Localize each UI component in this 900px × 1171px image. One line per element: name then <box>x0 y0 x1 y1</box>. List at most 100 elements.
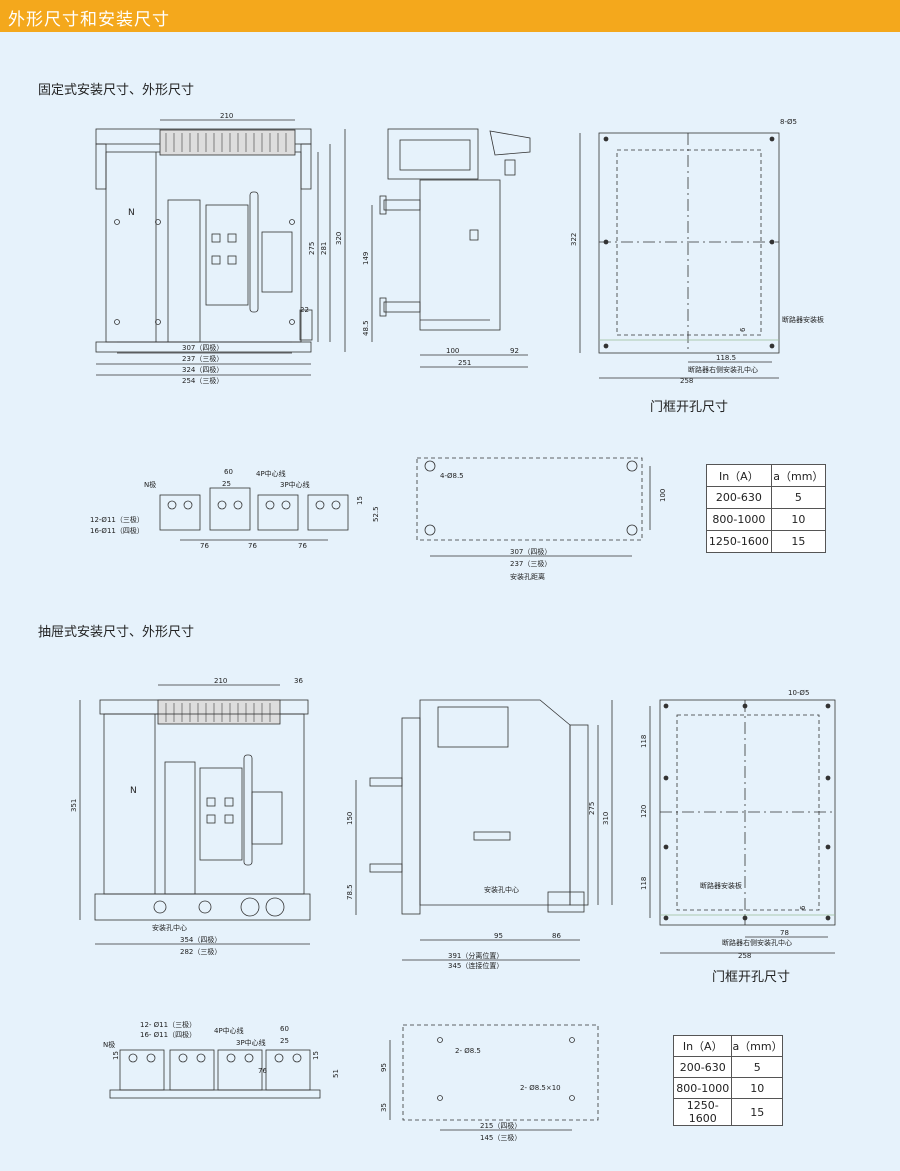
draw-door-d6: 6 <box>799 905 807 910</box>
table-row: 1250-1600 15 <box>706 530 827 553</box>
table-header-a: a（mm） <box>770 464 827 487</box>
fixed-door-holes: 8-Ø5 <box>780 118 797 126</box>
draw-door-d120: 120 <box>640 805 648 818</box>
table-header-in: In（A） <box>672 1035 733 1057</box>
fixed-front-d210: 210 <box>220 112 233 120</box>
draw-terminal-d51: 51 <box>332 1069 340 1078</box>
draw-door-d258: 258 <box>738 952 751 960</box>
fixed-side-d100: 100 <box>446 347 459 355</box>
fixed-mount: 4-Ø8.5 100 307（四极） 237（三极） 安装孔距离 <box>416 457 667 581</box>
draw-terminal-c3p: 3P中心线 <box>236 1038 266 1047</box>
fixed-terminal: 76 76 76 60 25 4P中心线 3P中心线 N极 15 52.5 12… <box>90 468 380 550</box>
fixed-side-d48_5: 48.5 <box>362 320 370 336</box>
draw-mount-d215: 215（四极） <box>480 1121 521 1130</box>
table-cell-in: 200-630 <box>706 486 772 509</box>
draw-mount-d95: 95 <box>380 1063 388 1072</box>
fixed-front-d254: 254（三极） <box>182 376 223 385</box>
fixed-terminal-c4p: 4P中心线 <box>256 469 286 478</box>
fixed-door-note1: 断路器右侧安装孔中心 <box>688 365 758 374</box>
draw-side-d78_5: 78.5 <box>346 884 354 900</box>
fixed-terminal-npole: N极 <box>144 480 156 489</box>
draw-side-d345: 345（连接位置） <box>448 961 503 970</box>
fixed-terminal-d76b: 76 <box>248 542 257 550</box>
fixed-rating-table: In（A） a（mm） 200-630 5 800-1000 10 1250-1… <box>706 464 827 553</box>
draw-side-hole-center: 安装孔中心 <box>484 885 519 894</box>
draw-front-d210: 210 <box>214 677 227 685</box>
fixed-front-d324: 324（四极） <box>182 365 223 374</box>
draw-mount-holes2: 2- Ø8.5×10 <box>520 1084 561 1092</box>
draw-front-d351: 351 <box>70 799 78 812</box>
table-cell-in: 800-1000 <box>706 508 772 531</box>
draw-terminal-d76: 76 <box>258 1067 267 1075</box>
fixed-terminal-d25: 25 <box>222 480 231 488</box>
table-header-a: a（mm） <box>731 1035 783 1057</box>
draw-rating-table: In（A） a（mm） 200-630 5 800-1000 10 1250-1… <box>672 1035 783 1126</box>
draw-section-title: 抽屉式安装尺寸、外形尺寸 <box>38 625 195 640</box>
fixed-section-title: 固定式安装尺寸、外形尺寸 <box>38 83 195 98</box>
fixed-mount-label: 安装孔距离 <box>510 572 545 581</box>
draw-front-n-label: N <box>130 786 137 796</box>
fixed-terminal-d76a: 76 <box>200 542 209 550</box>
draw-door-d118a: 118 <box>640 735 648 748</box>
fixed-front-d281: 281 <box>320 242 328 255</box>
draw-terminal-h4: 16- Ø11（四极） <box>140 1030 196 1039</box>
draw-mount-holes1: 2- Ø8.5 <box>455 1047 481 1055</box>
draw-side-d95: 95 <box>494 932 503 940</box>
fixed-door-caption: 门框开孔尺寸 <box>650 400 729 415</box>
draw-door-d78: 78 <box>780 929 789 937</box>
fixed-terminal-d76c: 76 <box>298 542 307 550</box>
draw-terminal-d60: 60 <box>280 1025 289 1033</box>
table-cell-a: 15 <box>731 1098 783 1126</box>
fixed-mount-d307: 307（四极） <box>510 547 551 556</box>
draw-terminal-d25: 25 <box>280 1037 289 1045</box>
fixed-side-d149: 149 <box>362 252 370 265</box>
fixed-terminal-h3: 12-Ø11（三极） <box>90 515 144 524</box>
draw-door-note1: 断路器右侧安装孔中心 <box>722 938 792 947</box>
draw-door-caption: 门框开孔尺寸 <box>712 970 791 985</box>
fixed-front-d22: 22 <box>300 306 309 314</box>
draw-door-cutout: 10-Ø5 118 120 118 断路器安装板 6 78 断路器右侧安装孔中心… <box>640 689 836 960</box>
draw-front-view: N 210 36 351 安装孔中心 354（四极） 282（三极） <box>70 677 311 956</box>
fixed-mount-d237: 237（三极） <box>510 559 551 568</box>
draw-terminal-npole: N极 <box>103 1040 115 1049</box>
draw-front-d36: 36 <box>294 677 303 685</box>
fixed-terminal-h4: 16-Ø11（四极） <box>90 526 144 535</box>
table-cell-a: 5 <box>731 1056 783 1078</box>
fixed-mount-d100: 100 <box>659 489 667 502</box>
fixed-side-view: 149 48.5 100 92 251 <box>362 128 531 368</box>
draw-door-plate: 断路器安装板 <box>700 881 742 890</box>
fixed-door-d6: 6 <box>739 327 747 332</box>
fixed-terminal-d60: 60 <box>224 468 233 476</box>
table-row: 200-630 5 <box>706 486 827 509</box>
fixed-front-n-label: N <box>128 208 135 218</box>
fixed-door-d118_5: 118.5 <box>716 354 736 362</box>
table-row: 200-630 5 <box>672 1056 783 1078</box>
draw-front-d282: 282（三极） <box>180 947 221 956</box>
fixed-door-plate: 断路器安装板 <box>782 315 824 324</box>
fixed-mount-holes: 4-Ø8.5 <box>440 472 464 480</box>
draw-side-view: 150 78.5 275 310 安装孔中心 95 86 391（分离位置） 3… <box>346 699 613 970</box>
table-row: 800-1000 10 <box>672 1077 783 1099</box>
draw-side-d391: 391（分离位置） <box>448 951 503 960</box>
fixed-front-d320: 320 <box>335 232 343 245</box>
fixed-terminal-d52_5: 52.5 <box>372 506 380 522</box>
draw-front-hole-center: 安装孔中心 <box>152 923 187 932</box>
fixed-side-d251: 251 <box>458 359 471 367</box>
fixed-front-d307: 307（四极） <box>182 343 223 352</box>
draw-side-d310: 310 <box>602 812 610 825</box>
fixed-front-d237: 237（三极） <box>182 354 223 363</box>
fixed-terminal-d15: 15 <box>356 496 364 505</box>
draw-side-d86: 86 <box>552 932 561 940</box>
draw-mount-d145: 145（三极） <box>480 1133 521 1142</box>
draw-terminal-c4p: 4P中心线 <box>214 1026 244 1035</box>
table-header-in: In（A） <box>706 464 772 487</box>
fixed-door-d322: 322 <box>570 233 578 246</box>
fixed-side-d92: 92 <box>510 347 519 355</box>
table-cell-a: 15 <box>770 530 827 553</box>
fixed-front-view: 210 320 281 275 22 307（四极） 237（三极） 324（四… <box>95 112 346 385</box>
draw-terminal: 12- Ø11（三极） 16- Ø11（四极） N极 4P中心线 3P中心线 6… <box>103 1020 340 1099</box>
table-cell-in: 1250-1600 <box>706 530 772 553</box>
table-cell-a: 10 <box>731 1077 783 1099</box>
draw-side-d150: 150 <box>346 812 354 825</box>
